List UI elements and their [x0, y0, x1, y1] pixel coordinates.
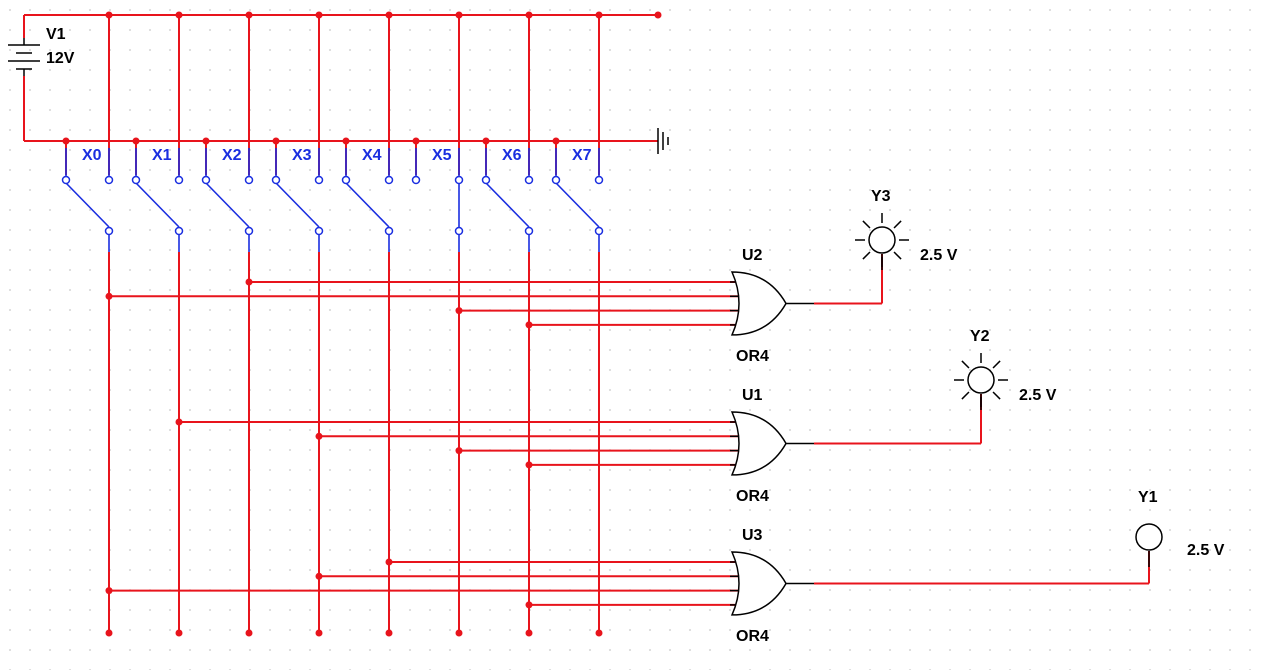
- switch-label: X3: [292, 147, 312, 164]
- junction-dot: [654, 11, 662, 19]
- junction-dot: [455, 629, 463, 637]
- gate-ref: U2: [742, 247, 763, 264]
- switch-x3[interactable]: X3: [271, 147, 324, 252]
- switch-x1[interactable]: X1: [131, 147, 184, 252]
- junction-dot: [105, 587, 113, 595]
- switch-x6[interactable]: X6: [481, 147, 534, 252]
- battery-name: V1: [46, 26, 66, 43]
- junction-dot: [315, 629, 323, 637]
- junction-dot: [455, 307, 463, 315]
- switch-x4[interactable]: X4: [341, 147, 394, 252]
- junction-dot: [455, 447, 463, 455]
- junction-dot: [525, 601, 533, 609]
- junction-dot: [525, 11, 533, 19]
- junction-dot: [552, 137, 560, 145]
- ground-icon: [657, 128, 669, 154]
- probe-y1[interactable]: Y1 2.5 V: [1135, 489, 1225, 567]
- junction-dot: [105, 629, 113, 637]
- junction-dot: [245, 11, 253, 19]
- junction-dot: [482, 137, 490, 145]
- gate-type: OR4: [736, 488, 769, 505]
- probe-y2[interactable]: Y2 2.5 V: [954, 328, 1057, 410]
- switch-x2[interactable]: X2: [201, 147, 254, 252]
- junction-dot: [595, 629, 603, 637]
- junction-dot: [595, 11, 603, 19]
- junction-dot: [385, 558, 393, 566]
- gate-ref: U1: [742, 387, 763, 404]
- switch-label: X0: [82, 147, 102, 164]
- junction-dot: [175, 629, 183, 637]
- junction-dot: [525, 629, 533, 637]
- probe-value: 2.5 V: [1187, 542, 1225, 559]
- battery-v1[interactable]: [8, 14, 658, 142]
- junction-dot: [62, 137, 70, 145]
- junction-dot: [455, 11, 463, 19]
- switch-x5[interactable]: X5: [411, 147, 464, 252]
- junction-dot: [175, 11, 183, 19]
- junction-dot: [245, 278, 253, 286]
- gate-type: OR4: [736, 348, 769, 365]
- gate-type: OR4: [736, 628, 769, 645]
- probe-name: Y2: [970, 328, 990, 345]
- switch-x0[interactable]: X0: [61, 147, 114, 252]
- probe-name: Y1: [1138, 489, 1158, 506]
- switch-label: X1: [152, 147, 172, 164]
- battery-voltage: 12V: [46, 50, 75, 67]
- junction-dot: [245, 629, 253, 637]
- junction-dot: [385, 629, 393, 637]
- switch-label: X2: [222, 147, 242, 164]
- switch-label: X5: [432, 147, 452, 164]
- junction-dot: [105, 11, 113, 19]
- junction-dot: [412, 137, 420, 145]
- junction-dot: [385, 11, 393, 19]
- switch-label: X7: [572, 147, 592, 164]
- junction-dot: [105, 292, 113, 300]
- junction-dot: [175, 418, 183, 426]
- probe-value: 2.5 V: [920, 247, 958, 264]
- junction-dot: [525, 321, 533, 329]
- junction-dot: [315, 432, 323, 440]
- junction-dot: [342, 137, 350, 145]
- switch-label: X4: [362, 147, 382, 164]
- junction-dot: [315, 572, 323, 580]
- junction-dot: [525, 461, 533, 469]
- gate-ref: U3: [742, 527, 763, 544]
- probe-y3[interactable]: Y3 2.5 V: [855, 188, 958, 270]
- junction-dot: [272, 137, 280, 145]
- junction-dot: [202, 137, 210, 145]
- junction-dot: [315, 11, 323, 19]
- probe-name: Y3: [871, 188, 891, 205]
- switch-label: X6: [502, 147, 522, 164]
- switch-x7[interactable]: X7: [551, 147, 604, 252]
- junction-dot: [132, 137, 140, 145]
- probe-value: 2.5 V: [1019, 387, 1057, 404]
